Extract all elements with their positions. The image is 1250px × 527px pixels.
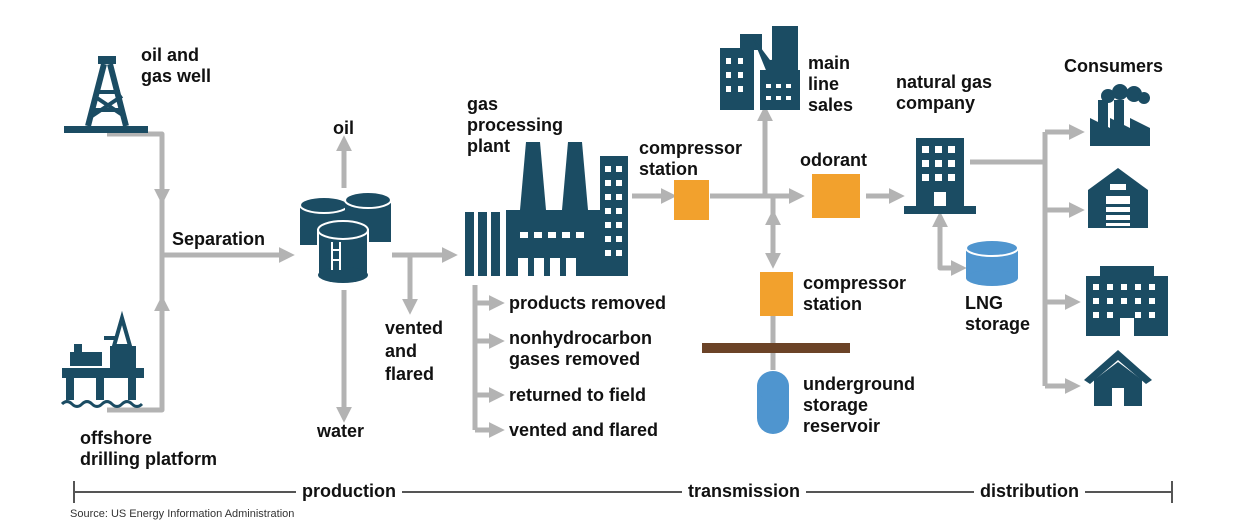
- warehouse-icon: [1088, 168, 1148, 228]
- timeline-distribution: distribution: [974, 481, 1085, 502]
- label-main-line-sales: main line sales: [808, 53, 854, 115]
- label-compressor-station-1: compressor station: [639, 138, 743, 179]
- label-separation: Separation: [172, 229, 266, 249]
- lng-storage-icon: [965, 239, 1019, 286]
- flow-arrows: [107, 105, 1085, 439]
- oil-derrick-icon: [64, 56, 148, 133]
- ground-line: [702, 343, 850, 353]
- label-compressor-station-2: compressor station: [803, 273, 907, 314]
- compressor-station-1-box: [674, 180, 709, 220]
- label-lng-storage: LNG storage: [965, 293, 1031, 334]
- source-note: Source: US Energy Information Administra…: [70, 508, 295, 520]
- label-vented-flared-separation: vented and flared: [385, 318, 444, 384]
- natural-gas-company-icon: [904, 138, 976, 214]
- timeline-production: production: [296, 481, 402, 502]
- label-odorant: odorant: [800, 150, 867, 170]
- separator-tanks-icon: [299, 191, 392, 283]
- apartment-building-icon: [1086, 266, 1168, 336]
- label-vented-flared-plant: vented and flared: [509, 420, 659, 440]
- gas-processing-plant-icon: [465, 142, 628, 276]
- label-oil-gas-well: oil and gas well: [141, 45, 212, 86]
- main-line-sales-icon: [720, 26, 800, 110]
- label-natural-gas-company: natural gas company: [896, 72, 993, 113]
- label-products-removed: products removed: [509, 293, 667, 313]
- compressor-station-2-box: [760, 272, 793, 316]
- house-icon: [1084, 350, 1152, 406]
- label-underground-storage: underground storage reservoir: [803, 374, 915, 436]
- label-returned-to-field: returned to field: [509, 385, 647, 405]
- underground-storage-icon: [757, 371, 789, 434]
- timeline-transmission: transmission: [682, 481, 807, 502]
- label-offshore-platform: offshore drilling platform: [80, 428, 217, 469]
- odorant-box: [812, 174, 860, 218]
- label-oil: oil: [333, 118, 354, 138]
- label-water: water: [317, 421, 365, 441]
- label-gas-processing-plant: gas processing plant: [467, 94, 564, 156]
- offshore-platform-icon: [60, 310, 144, 408]
- label-consumers: Consumers: [1064, 56, 1164, 76]
- factory-icon: [1090, 84, 1150, 146]
- label-nonhydrocarbon-gases: nonhydrocarbon gases removed: [509, 328, 652, 369]
